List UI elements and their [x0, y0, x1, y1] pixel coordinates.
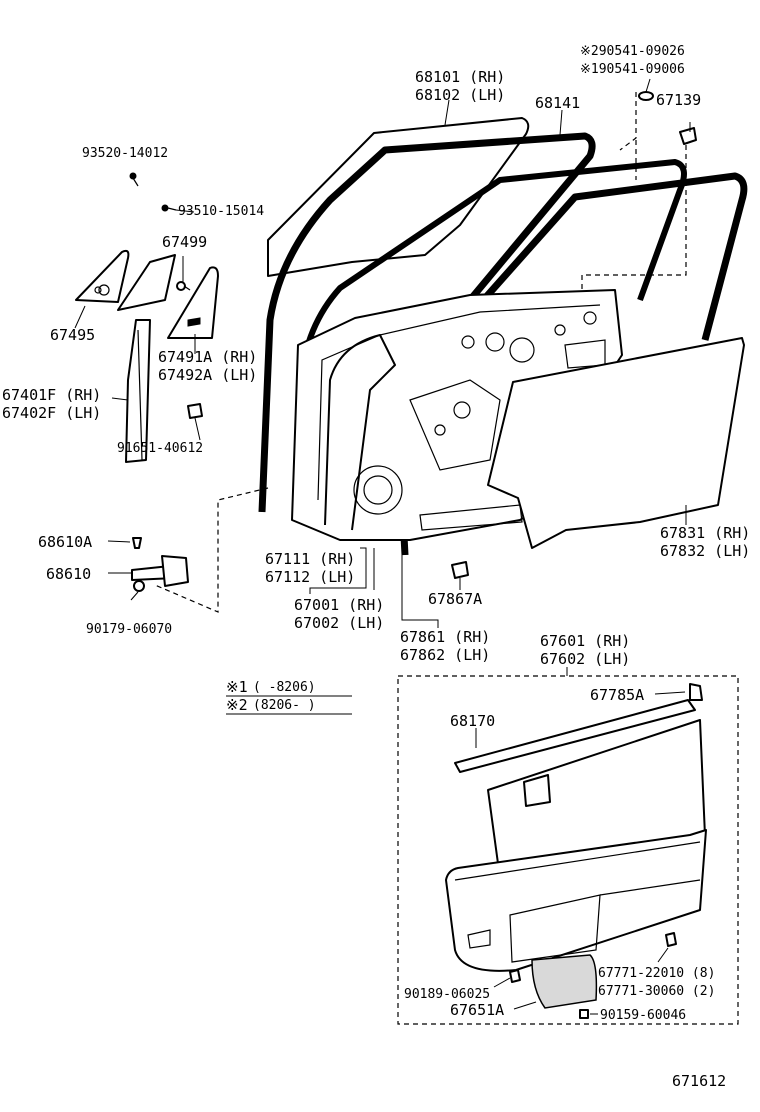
note-1-range: ( -8206) [253, 680, 316, 695]
label-190541: ※190541-09006 [580, 62, 685, 77]
part-labels: ※290541-09026 ※190541-09006 68101 (RH) 6… [2, 44, 750, 1090]
glass-run-channel [258, 132, 596, 513]
door-check-68610 [131, 537, 189, 592]
label-68141: 68141 [535, 94, 580, 112]
label-67602: 67602 (LH) [540, 650, 630, 668]
label-67111: 67111 (RH) [265, 550, 355, 568]
label-67492A: 67492A (LH) [158, 366, 257, 384]
clip-67867A [451, 561, 469, 579]
label-93520: 93520-14012 [82, 146, 168, 161]
label-67499: 67499 [162, 233, 207, 251]
trim-board-group [397, 675, 739, 1025]
label-67861: 67861 (RH) [400, 628, 490, 646]
label-67832: 67832 (LH) [660, 542, 750, 560]
label-93510: 93510-15014 [178, 204, 264, 219]
label-67862: 67862 (LH) [400, 646, 490, 664]
corner-piece-67495 [75, 249, 130, 303]
label-67771-30060: 67771-30060 (2) [598, 984, 715, 999]
note-1-mark: ※1 [226, 678, 248, 696]
label-67785A: 67785A [590, 686, 644, 704]
label-68101: 68101 (RH) [415, 68, 505, 86]
label-68170: 68170 [450, 712, 495, 730]
service-hole-cover [487, 337, 745, 549]
diagram-number: 671612 [672, 1072, 726, 1090]
label-67001: 67001 (RH) [294, 596, 384, 614]
label-67139: 67139 [656, 91, 701, 109]
label-67491A: 67491A (RH) [158, 348, 257, 366]
notes-legend: ※1 ( -8206) ※2 (8206- ) [226, 678, 352, 715]
label-67402F: 67402F (LH) [2, 404, 101, 422]
label-90159: 90159-60046 [600, 1008, 686, 1023]
note-2-range: (8206- ) [253, 698, 316, 713]
label-67831: 67831 (RH) [660, 524, 750, 542]
label-67112: 67112 (LH) [265, 568, 355, 586]
label-67867A: 67867A [428, 590, 482, 608]
label-90189: 90189-06025 [404, 987, 490, 1002]
label-68102: 68102 (LH) [415, 86, 505, 104]
corner-bracket-67491A [167, 266, 219, 339]
label-67002: 67002 (LH) [294, 614, 384, 632]
label-290541: ※290541-09026 [580, 44, 685, 59]
label-67651A: 67651A [450, 1001, 504, 1019]
label-67401F: 67401F (RH) [2, 386, 101, 404]
door-frame-edge [324, 334, 396, 531]
label-67495: 67495 [50, 326, 95, 344]
door-glass [267, 117, 530, 277]
label-68610: 68610 [46, 565, 91, 583]
division-bar-67401F [117, 254, 176, 463]
label-91651: 91651-40612 [117, 441, 203, 456]
label-68610A: 68610A [38, 533, 92, 551]
assembly-guide-lines [154, 92, 687, 613]
leader-lines [74, 78, 691, 1015]
screws-left [129, 172, 203, 419]
label-67771-22010: 67771-22010 (8) [598, 966, 715, 981]
note-2-mark: ※2 [226, 696, 248, 714]
label-67601: 67601 (RH) [540, 632, 630, 650]
label-90179: 90179-06070 [86, 622, 172, 637]
